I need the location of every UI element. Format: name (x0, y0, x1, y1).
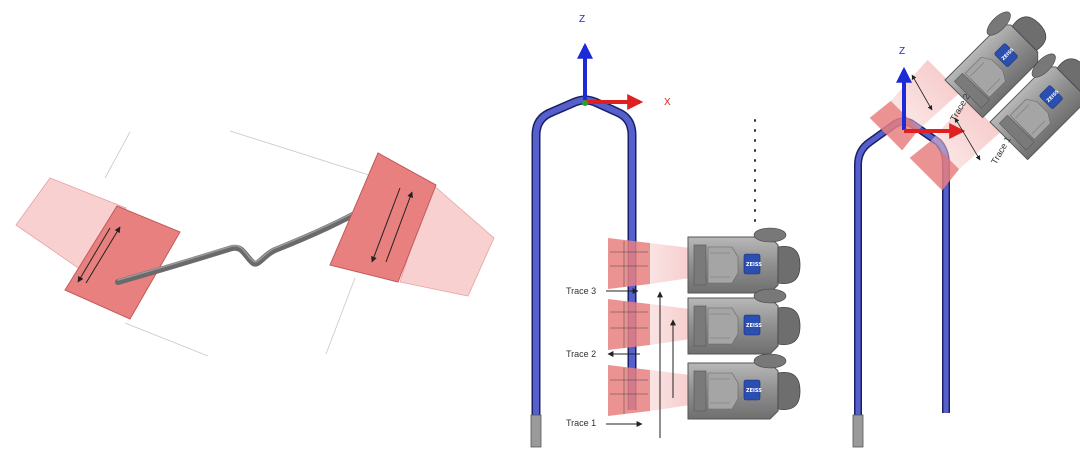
laser-scanner-camera-icon (687, 288, 801, 355)
trace-1-label: Trace 1 (566, 418, 596, 428)
right-panel: Z Trace 2 Trace 1 (852, 0, 1080, 448)
construction-lines (104, 130, 373, 357)
axis-z-label: Z (899, 46, 905, 57)
bent-tube-wire (115, 204, 371, 285)
coordinate-axis-icon: Z (896, 46, 966, 139)
coordinate-axis-icon: Z X (577, 14, 671, 110)
laser-beam-trace-1 (608, 365, 690, 416)
trace-3-label: Trace 3 (566, 286, 596, 296)
laser-scanner-camera-icon (687, 353, 801, 420)
tube-end-cap (530, 414, 542, 448)
laser-scanner-camera-icon (687, 227, 801, 294)
middle-panel: Z X (530, 14, 801, 448)
laser-beam-trace-2 (608, 299, 690, 350)
right-laser-plane (329, 152, 495, 297)
laser-beam-trace-3 (608, 238, 690, 289)
trace-1-label: Trace 1 (989, 135, 1013, 166)
left-panel (15, 130, 495, 357)
left-laser-plane (15, 177, 181, 320)
trace-2-label: Trace 2 (566, 349, 596, 359)
axis-z-label: Z (579, 14, 585, 25)
axis-x-label: X (664, 97, 671, 108)
tube-end-cap (852, 414, 864, 448)
